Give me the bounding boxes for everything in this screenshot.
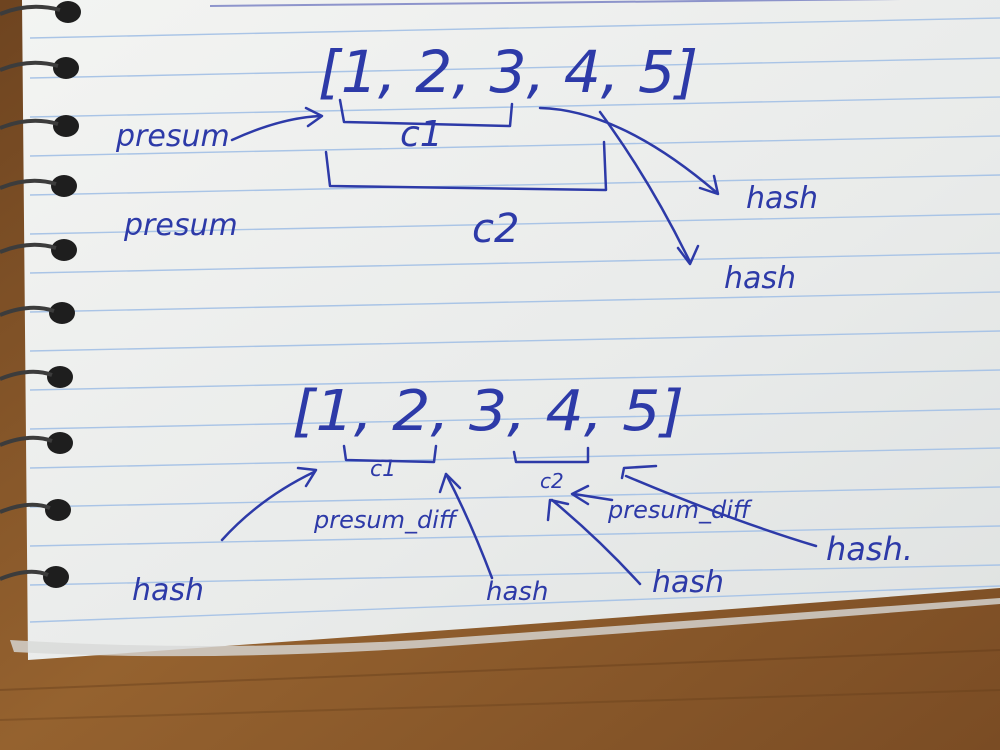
spiral-binding xyxy=(0,1,81,588)
bottom-presum-diff-left: presum_diff xyxy=(313,506,459,534)
bottom-c2-label: c2 xyxy=(540,469,564,493)
top-array: [1, 2, 3, 4, 5] xyxy=(318,38,698,106)
bottom-hash-label-d: hash. xyxy=(826,530,913,568)
top-presum-label-2: presum xyxy=(123,208,238,243)
bottom-hash-label-a: hash xyxy=(132,573,204,608)
top-hash-label-1: hash xyxy=(746,181,818,216)
top-c1-label: c1 xyxy=(400,114,443,155)
ruled-lines xyxy=(29,17,1000,623)
bottom-hash-label-b: hash xyxy=(486,577,548,607)
top-diagram: [1, 2, 3, 4, 5] c1 c2 presum presum hash… xyxy=(115,38,818,296)
bottom-array: [1, 2, 3, 4, 5] xyxy=(292,379,684,444)
bottom-presum-diff-right: presum_diff xyxy=(607,496,753,524)
bottom-diagram: [1, 2, 3, 4, 5] c1 c2 hash presum_diff p… xyxy=(132,379,913,608)
top-presum-label-1: presum xyxy=(115,119,230,154)
notebook-page xyxy=(22,0,1000,660)
bottom-c1-label: c1 xyxy=(370,457,396,482)
bottom-hash-label-c: hash xyxy=(652,565,724,600)
top-hash-label-2: hash xyxy=(724,261,796,296)
top-c2-label: c2 xyxy=(472,206,519,252)
